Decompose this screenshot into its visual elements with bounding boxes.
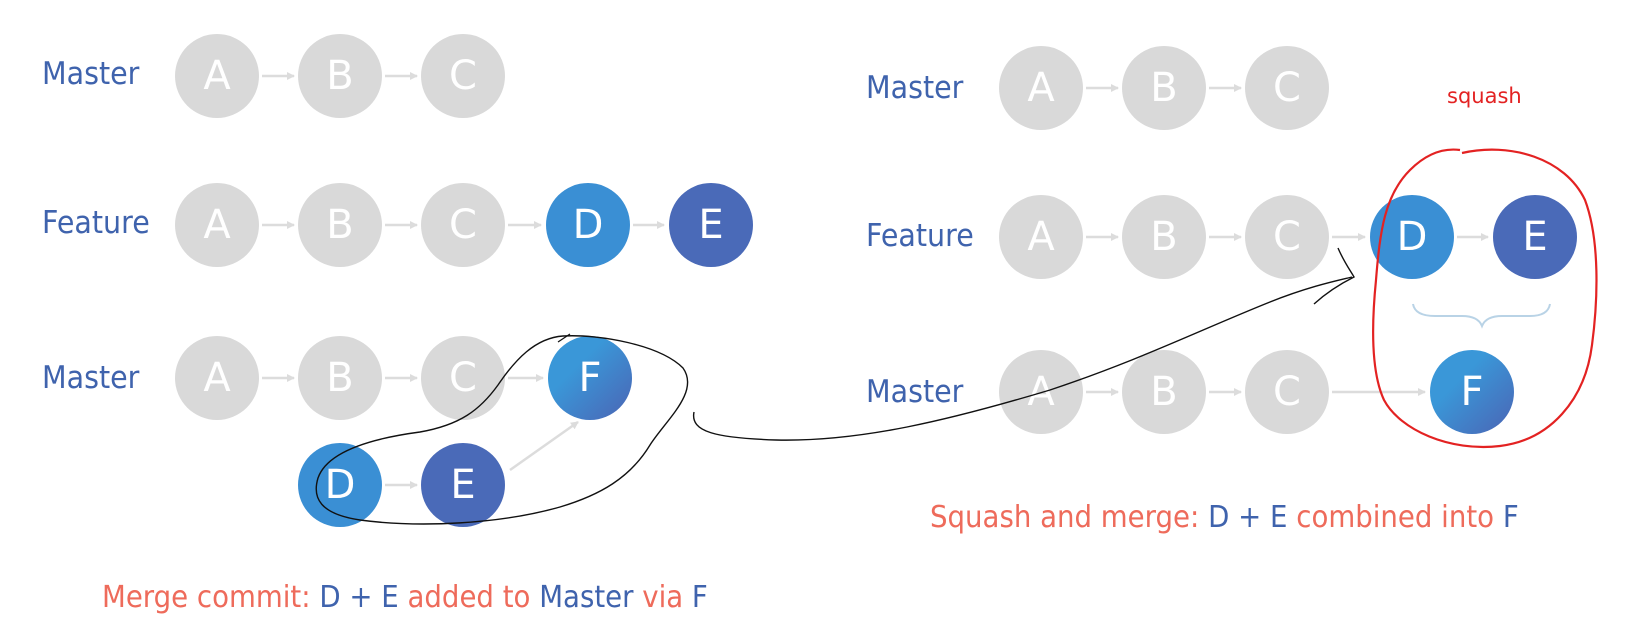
master-label: Master: [42, 56, 140, 92]
squash-brace: [1412, 303, 1551, 329]
commit-c: C: [421, 183, 505, 267]
commit-arrows: [262, 72, 1489, 489]
commit-b: B: [1122, 195, 1206, 279]
commit-a: A: [175, 336, 259, 420]
master-merged-label: Master: [866, 374, 964, 410]
commit-c: C: [421, 34, 505, 118]
squash-annotation: squash: [1447, 84, 1522, 108]
feature-label: Feature: [866, 218, 974, 254]
caption-text: Merge commit:: [102, 580, 320, 615]
commit-e: E: [669, 183, 753, 267]
caption-text: Squash and merge:: [930, 500, 1209, 535]
commit-a: A: [175, 34, 259, 118]
master-merged-label: Master: [42, 360, 140, 396]
hand-drawn-arrowhead: [1313, 247, 1355, 305]
commit-b: B: [298, 34, 382, 118]
merge-commit-caption: Merge commit: D + E added to Master via …: [102, 580, 708, 615]
commit-b: B: [298, 183, 382, 267]
commit-e: E: [1493, 195, 1577, 279]
caption-commit-f: F: [691, 580, 708, 615]
commit-a: A: [999, 195, 1083, 279]
hand-drawn-loop: [315, 335, 689, 525]
feature-label: Feature: [42, 205, 150, 241]
caption-plus: +: [340, 580, 382, 615]
caption-commit-e: E: [1270, 500, 1288, 535]
caption-commit-e: E: [381, 580, 399, 615]
hand-drawn-connector: [692, 276, 1353, 441]
caption-master: Master: [539, 580, 634, 615]
commit-b: B: [298, 336, 382, 420]
commit-e: E: [421, 443, 505, 527]
arrow-e-f: [509, 420, 579, 472]
commit-b: B: [1122, 46, 1206, 130]
commit-c: C: [1245, 195, 1329, 279]
commit-c: C: [421, 336, 505, 420]
caption-text: combined into: [1287, 500, 1503, 535]
squash-circle: [1371, 148, 1598, 449]
commit-a: A: [999, 46, 1083, 130]
commit-a: A: [175, 183, 259, 267]
commit-d: D: [546, 183, 630, 267]
commit-d: D: [1370, 195, 1454, 279]
caption-plus: +: [1229, 500, 1271, 535]
commit-c: C: [1245, 46, 1329, 130]
merge-commit-f: F: [548, 336, 632, 420]
caption-text: added to: [398, 580, 540, 615]
caption-commit-f: F: [1502, 500, 1519, 535]
squash-merge-caption: Squash and merge: D + E combined into F: [930, 500, 1519, 535]
commit-d: D: [298, 443, 382, 527]
squash-commit-f: F: [1430, 350, 1514, 434]
caption-commit-d: D: [1208, 500, 1230, 535]
hand-drawn-tick: [557, 333, 571, 343]
master-label: Master: [866, 70, 964, 106]
caption-text: via: [633, 580, 692, 615]
caption-commit-d: D: [319, 580, 341, 615]
commit-c: C: [1245, 350, 1329, 434]
commit-b: B: [1122, 350, 1206, 434]
